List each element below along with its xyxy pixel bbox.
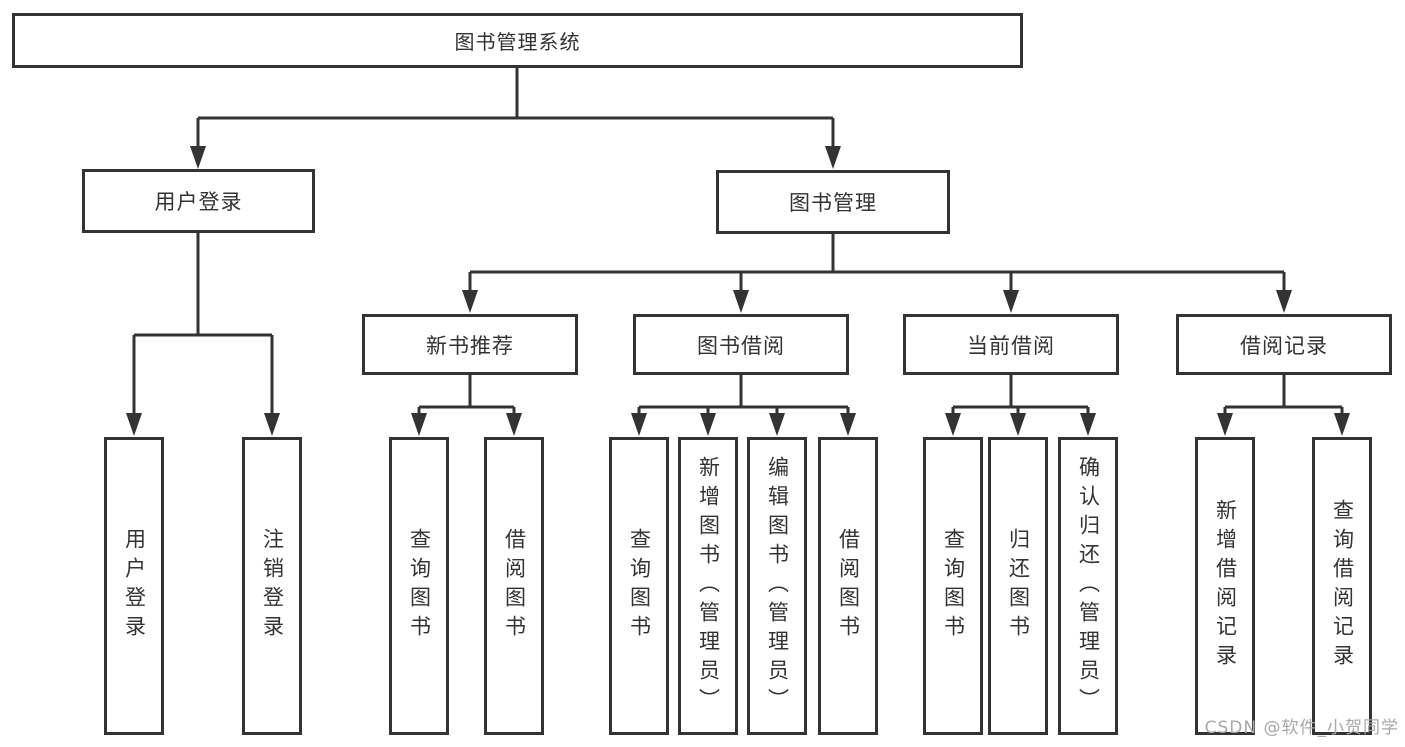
leaf-borrow-books-2: 借阅图书: [818, 437, 878, 735]
node-current-borrowing: 当前借阅: [903, 314, 1119, 375]
node-label: 查询借阅记录: [1330, 499, 1355, 673]
connector-userlogin-to-leaves: [132, 233, 274, 418]
node-label: 用户登录: [122, 528, 147, 644]
node-label: 借阅图书: [836, 528, 861, 644]
leaf-query-books-2: 查询图书: [609, 437, 669, 735]
node-label: 图书管理系统: [454, 30, 581, 54]
node-label: 当前借阅: [967, 333, 1055, 358]
node-label: 归还图书: [1006, 528, 1031, 644]
node-label: 借阅图书: [502, 528, 527, 644]
node-label: 查询图书: [407, 528, 432, 644]
leaf-user-login: 用户登录: [104, 437, 164, 735]
connector-borrowrecords-to-leaves: [1223, 375, 1344, 418]
connector-root-to-level2: [196, 68, 835, 150]
connector-bookborrow-to-leaves: [637, 375, 850, 418]
leaf-query-books-1: 查询图书: [389, 437, 449, 735]
node-label: 图书管理: [789, 191, 877, 215]
csdn-watermark: CSDN @软件_小贺同学: [1204, 718, 1399, 738]
node-label: 查询图书: [627, 528, 652, 644]
node-label: 新增图书（管理员）: [696, 455, 721, 717]
node-label: 新书推荐: [426, 333, 514, 358]
connector-bookmgmt-to-level3: [468, 234, 1286, 295]
leaf-confirm-return-admin: 确认归还（管理员）: [1058, 437, 1118, 735]
node-label: 用户登录: [154, 190, 243, 214]
node-book-management: 图书管理: [716, 170, 950, 234]
node-label: 查询图书: [941, 528, 966, 644]
leaf-borrow-books-1: 借阅图书: [484, 437, 544, 735]
connector-currentborrow-to-leaves: [951, 375, 1090, 418]
leaf-add-books-admin: 新增图书（管理员）: [678, 437, 738, 735]
node-label: 图书借阅: [697, 333, 785, 358]
connector-newbookrec-to-leaves: [417, 375, 516, 418]
leaf-return-books: 归还图书: [988, 437, 1048, 735]
node-book-borrowing: 图书借阅: [633, 314, 849, 375]
node-label: 注销登录: [260, 528, 285, 644]
node-label: 借阅记录: [1240, 333, 1328, 358]
leaf-query-books-3: 查询图书: [923, 437, 983, 735]
node-user-login: 用户登录: [82, 169, 315, 233]
leaf-edit-books-admin: 编辑图书（管理员）: [747, 437, 807, 735]
node-label: 新增借阅记录: [1213, 499, 1238, 673]
node-new-book-recommend: 新书推荐: [362, 314, 578, 375]
leaf-query-borrow-record: 查询借阅记录: [1312, 437, 1372, 735]
node-borrow-records: 借阅记录: [1176, 314, 1392, 375]
node-label: 确认归还（管理员）: [1076, 455, 1101, 717]
leaf-logout: 注销登录: [242, 437, 302, 735]
leaf-add-borrow-record: 新增借阅记录: [1195, 437, 1255, 735]
node-label: 编辑图书（管理员）: [765, 455, 790, 717]
node-library-management-system: 图书管理系统: [12, 13, 1023, 68]
